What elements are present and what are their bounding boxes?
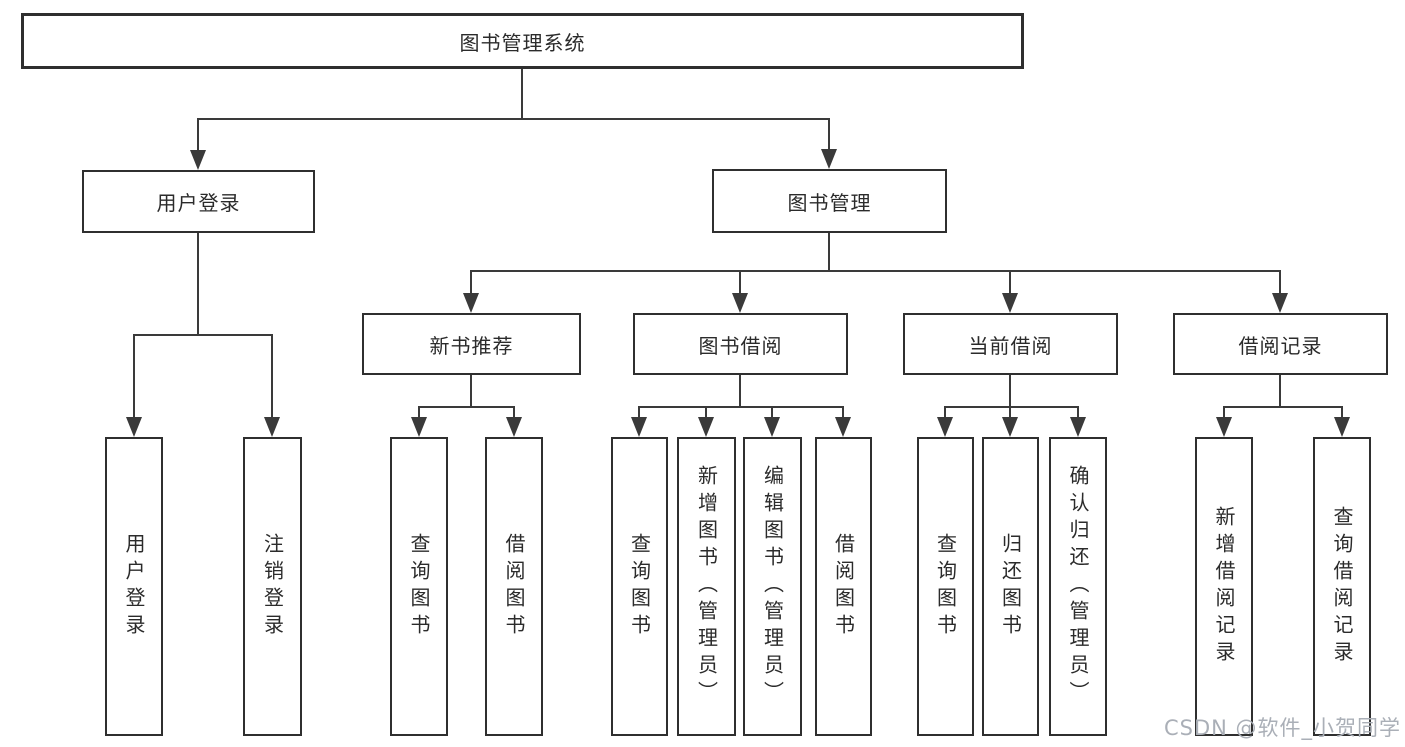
node-label: 查询图书 [627,532,652,641]
arrowhead-down-icon [190,150,206,170]
node-label: 查询借阅记录 [1330,505,1354,668]
arrowhead-down-icon [764,417,780,437]
node-label: 当前借阅 [968,333,1053,358]
node-leaf-query-books-3: 查询图书 [917,437,974,736]
node-new-book-recommend: 新书推荐 [362,313,581,375]
node-leaf-edit-books-admin: 编辑图书（管理员） [743,437,802,736]
connector-line [705,407,707,418]
node-book-management: 图书管理 [712,169,947,233]
arrowhead-down-icon [1334,417,1350,437]
connector-line [739,271,741,294]
arrowhead-down-icon [126,417,142,437]
connector-line [133,335,135,418]
node-leaf-query-books-1: 查询图书 [390,437,448,736]
node-leaf-query-books-2: 查询图书 [611,437,668,736]
node-label: 确认归还（管理员） [1066,465,1090,708]
node-leaf-query-borrow-record: 查询借阅记录 [1313,437,1371,736]
arrowhead-down-icon [835,417,851,437]
node-label: 借阅图书 [502,532,526,641]
node-label: 图书管理 [787,190,872,215]
node-leaf-add-books-admin: 新增图书（管理员） [677,437,736,736]
connector-line [470,270,1281,272]
connector-line [1341,407,1343,418]
node-leaf-return-books: 归还图书 [982,437,1039,736]
connector-line [1223,406,1343,408]
connector-line [271,335,273,418]
node-leaf-add-borrow-record: 新增借阅记录 [1195,437,1253,736]
node-label: 新增图书（管理员） [694,465,719,708]
arrowhead-down-icon [411,417,427,437]
node-borrow-records: 借阅记录 [1173,313,1388,375]
connector-line [1009,407,1011,418]
node-label: 查询图书 [407,532,431,641]
arrowhead-down-icon [698,417,714,437]
arrowhead-down-icon [937,417,953,437]
connector-line [1077,407,1079,418]
node-leaf-borrow-books-2: 借阅图书 [815,437,872,736]
node-label: 新书推荐 [429,333,514,358]
connector-line [828,119,830,150]
node-label: 查询图书 [933,532,958,641]
arrowhead-down-icon [1070,417,1086,437]
arrowhead-down-icon [1216,417,1232,437]
node-book-borrowing: 图书借阅 [633,313,848,375]
node-label: 归还图书 [998,532,1023,641]
arrowhead-down-icon [1002,293,1018,313]
connector-line [739,375,741,408]
connector-line [521,69,523,120]
connector-line [197,233,199,336]
node-label: 借阅记录 [1238,333,1323,358]
node-label: 借阅图书 [831,532,856,641]
connector-line [513,407,515,418]
node-label: 注销登录 [260,532,285,641]
connector-line [944,407,946,418]
node-leaf-logout: 注销登录 [243,437,302,736]
connector-line [638,406,844,408]
node-label: 编辑图书（管理员） [760,465,785,708]
node-label: 新增借阅记录 [1212,505,1236,668]
connector-line [638,407,640,418]
node-label: 图书借阅 [698,333,783,358]
connector-line [1279,375,1281,408]
connector-line [197,119,199,151]
connector-line [1009,271,1011,294]
arrowhead-down-icon [264,417,280,437]
connector-line [418,406,515,408]
node-current-borrowing: 当前借阅 [903,313,1118,375]
node-user-login: 用户登录 [82,170,315,233]
arrowhead-down-icon [821,149,837,169]
arrowhead-down-icon [732,293,748,313]
connector-line [1009,375,1011,408]
node-leaf-user-login: 用户登录 [105,437,163,736]
arrowhead-down-icon [631,417,647,437]
node-label: 用户登录 [156,191,241,215]
connector-line [944,406,1079,408]
connector-line [197,118,830,120]
connector-line [1279,271,1281,294]
csdn-watermark: CSDN @软件_小贺同学 [1164,716,1402,740]
connector-line [842,407,844,418]
connector-line [828,233,830,272]
node-label: 用户登录 [122,532,146,641]
arrowhead-down-icon [463,293,479,313]
node-library-management-system: 图书管理系统 [21,13,1024,69]
arrowhead-down-icon [506,417,522,437]
connector-line [470,375,472,408]
node-label: 图书管理系统 [459,30,586,55]
node-leaf-borrow-books-1: 借阅图书 [485,437,543,736]
connector-line [470,271,472,294]
arrowhead-down-icon [1002,417,1018,437]
connector-line [771,407,773,418]
connector-line [133,334,273,336]
node-leaf-confirm-return-admin: 确认归还（管理员） [1049,437,1107,736]
connector-line [418,407,420,418]
arrowhead-down-icon [1272,293,1288,313]
connector-line [1223,407,1225,418]
